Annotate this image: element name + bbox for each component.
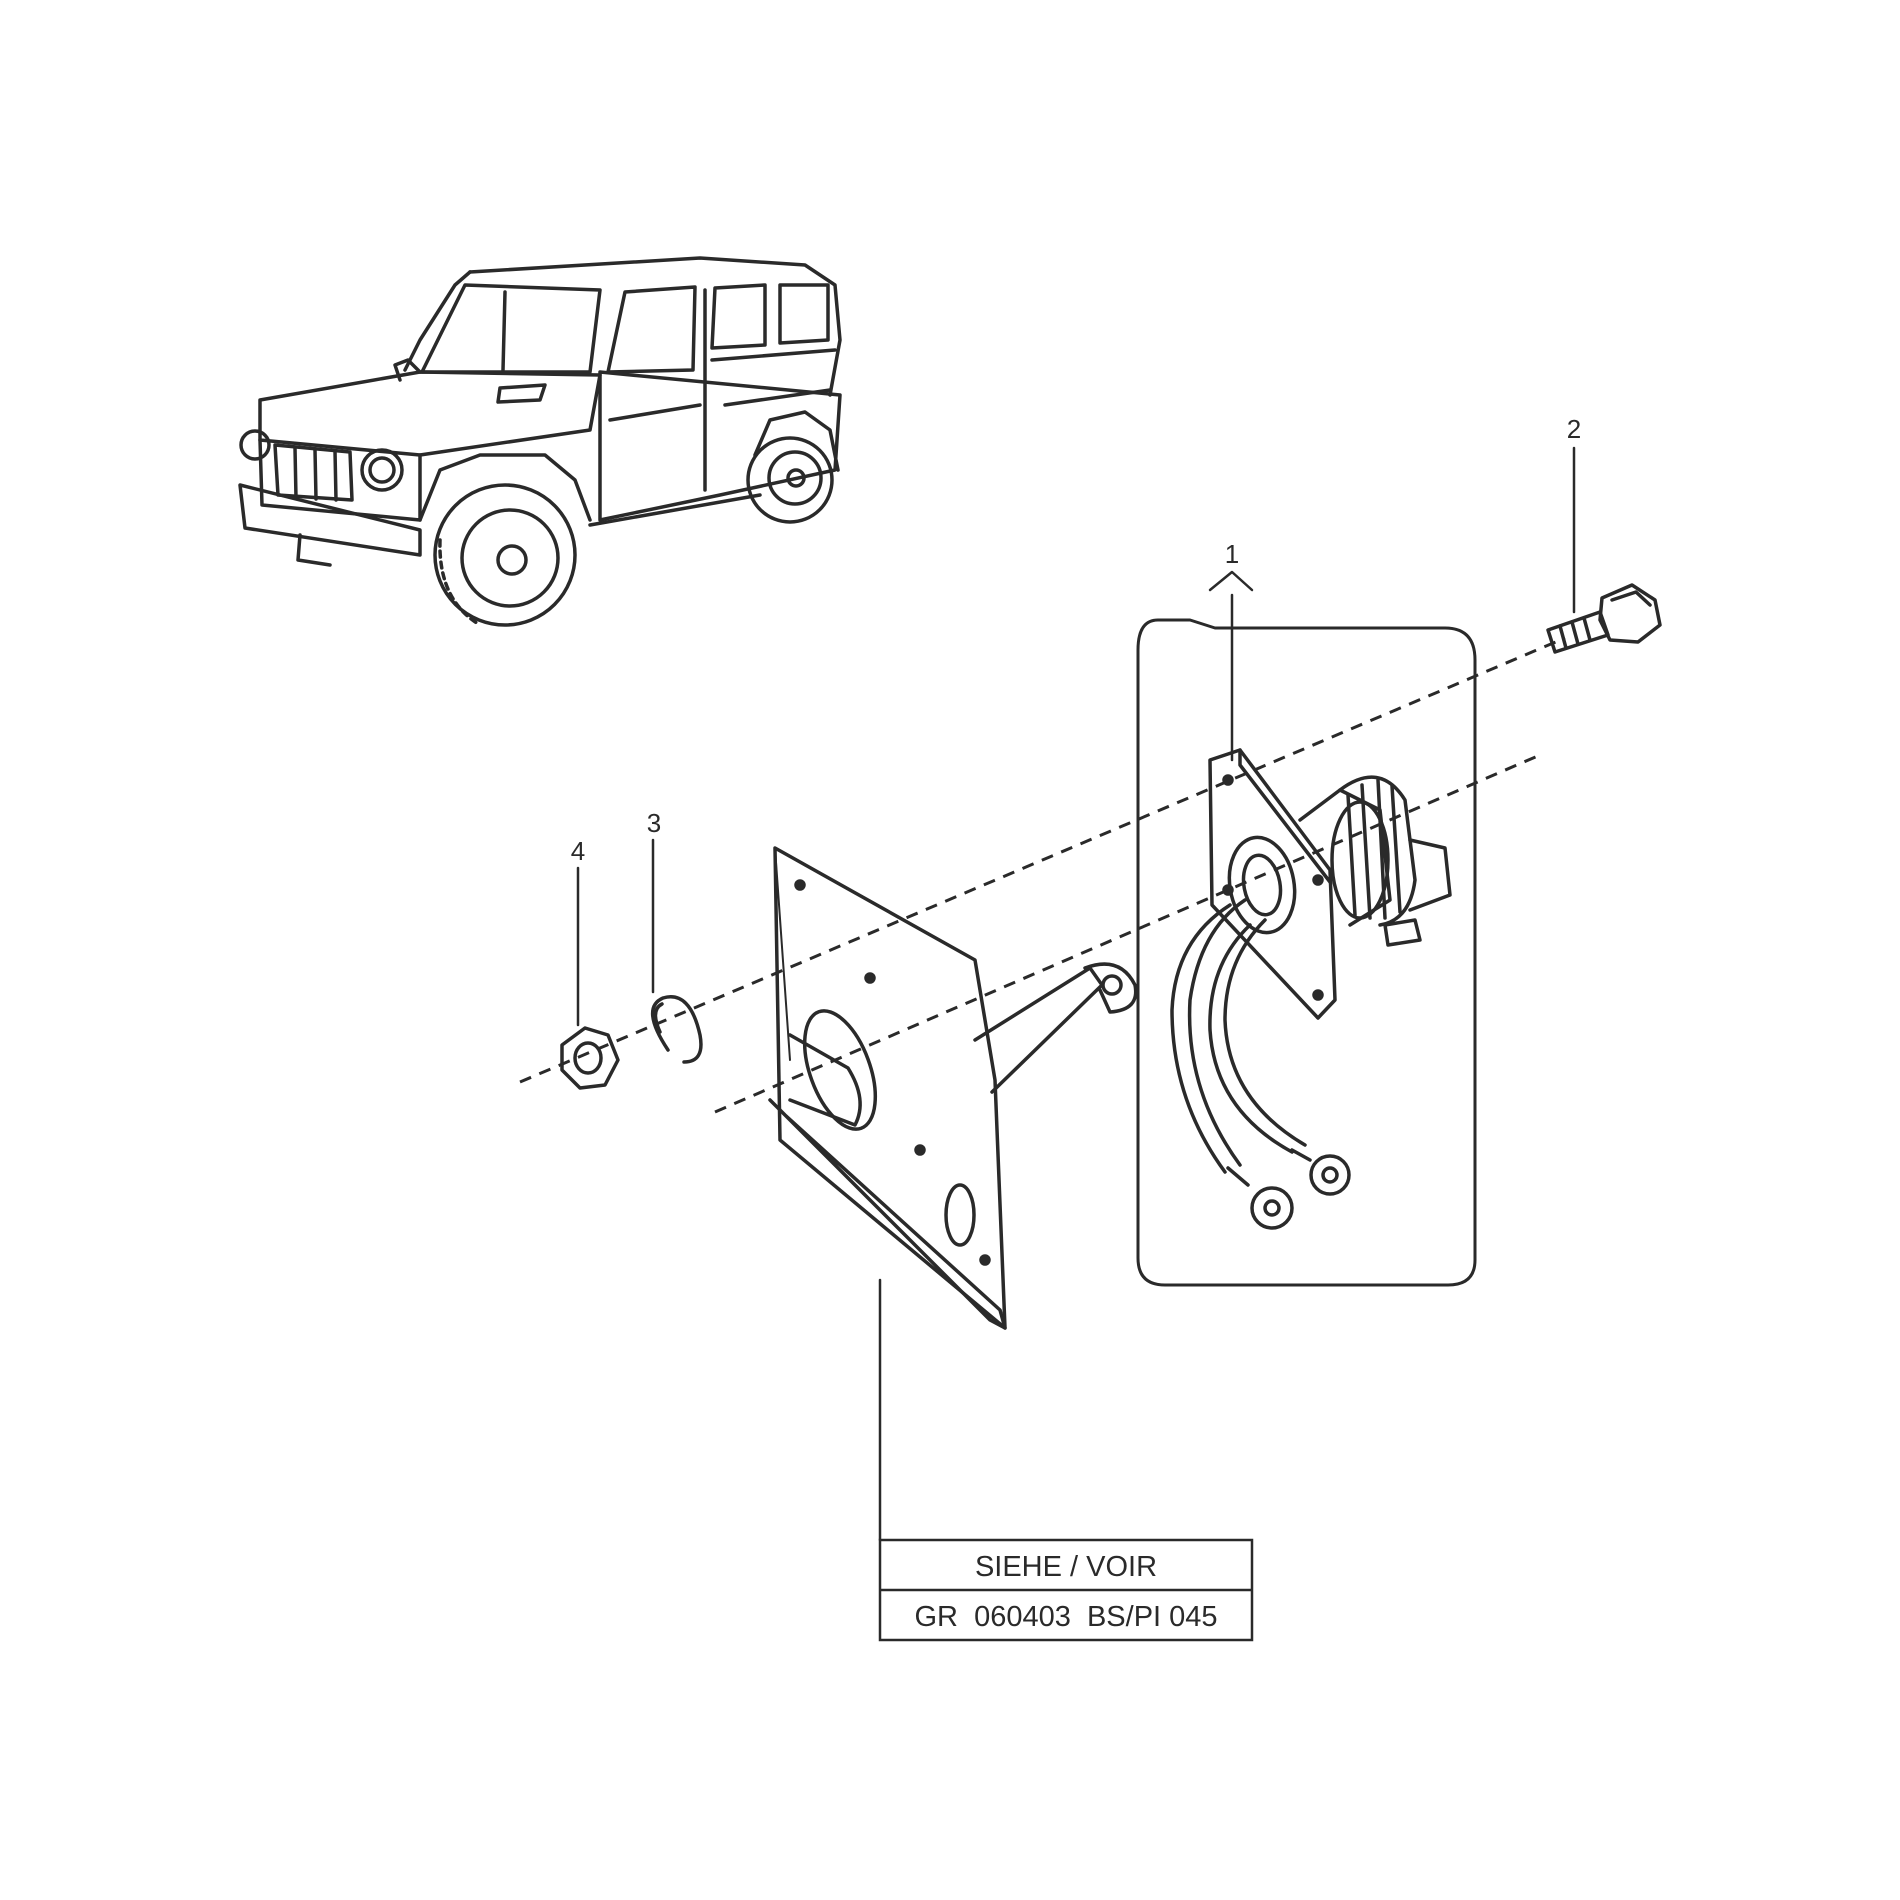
callout-part-1: 1 <box>1225 539 1239 569</box>
reference-box-code: GR 060403 BS/PI 045 <box>914 1601 1217 1633</box>
part-4-hex-nut <box>560 1026 620 1090</box>
leader-lines <box>576 446 1576 1542</box>
assembly-axis-lines <box>519 636 1566 1114</box>
callout-part-2: 2 <box>1567 414 1581 444</box>
callout-part-4: 4 <box>571 836 585 866</box>
vehicle-illustration <box>238 256 842 627</box>
reference-box: SIEHE / VOIR GR 060403 BS/PI 045 <box>878 1538 1254 1642</box>
mounting-bracket <box>768 846 1138 1330</box>
callout-part-3: 3 <box>647 808 661 838</box>
reference-box-heading: SIEHE / VOIR <box>975 1551 1157 1583</box>
part-1-connector-socket <box>1170 748 1452 1230</box>
part-2-bolt <box>1546 583 1662 654</box>
part-3-lock-washer <box>650 995 703 1064</box>
part-1-group-frame <box>1136 618 1477 1287</box>
